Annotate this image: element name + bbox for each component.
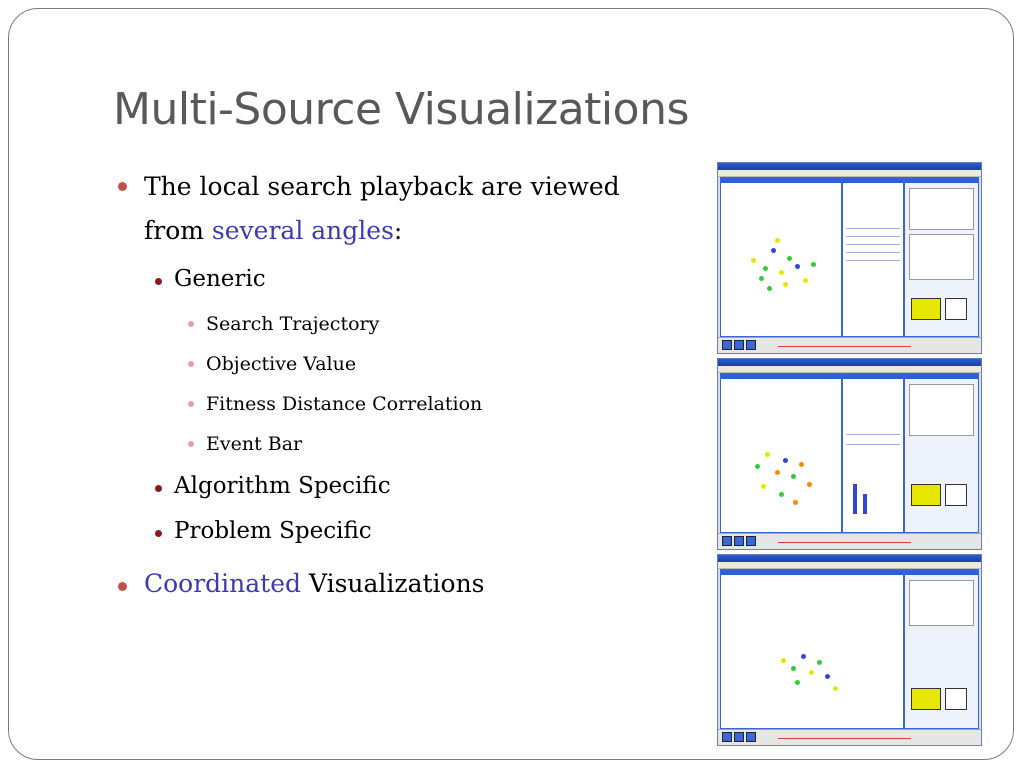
window-menubar (718, 366, 981, 373)
pane-header (843, 178, 903, 183)
bullet-algorithm-specific: Algorithm Specific (174, 473, 391, 499)
fitness-pane (904, 177, 979, 337)
bullet-dot (188, 361, 194, 367)
search-trajectory-pane (720, 373, 842, 533)
generic-item-fdc: Fitness Distance Correlation (206, 393, 483, 415)
bullet-dot (155, 278, 162, 285)
bullet-dot (118, 582, 127, 591)
slide-title: Multi-Source Visualizations (113, 84, 689, 135)
bullet-intro-line1: The local search playback are viewed (144, 172, 620, 201)
bullet-coordinated: Coordinated Visualizations (144, 569, 485, 598)
window-menubar (718, 170, 981, 177)
event-bar (718, 533, 981, 549)
bullet-problem-specific: Problem Specific (174, 518, 372, 544)
bullet-dot (155, 485, 162, 492)
window-titlebar (718, 163, 981, 170)
bullet-dot (118, 182, 127, 191)
objective-value-pane (842, 177, 904, 337)
pane-header (905, 570, 978, 575)
generic-item-event-bar: Event Bar (206, 433, 303, 455)
window-titlebar (718, 555, 981, 562)
screenshot-trajectory-view-1 (717, 162, 982, 354)
coordinated-accent: Coordinated (144, 569, 302, 598)
bullet-intro-line2: from several angles: (144, 216, 402, 245)
fitness-pane (904, 569, 979, 729)
bullet-dot (188, 441, 194, 447)
pane-header (843, 374, 903, 379)
search-trajectory-pane (720, 177, 842, 337)
pane-header (905, 178, 978, 183)
pane-header (721, 374, 841, 379)
window-titlebar (718, 359, 981, 366)
pane-header (905, 374, 978, 379)
pane-header (721, 570, 903, 575)
bullet-dot (188, 401, 194, 407)
screenshot-trajectory-view-3 (717, 554, 982, 746)
intro-prefix: from (144, 216, 212, 245)
bullet-generic: Generic (174, 266, 266, 292)
bullet-dot (188, 321, 194, 327)
objective-value-pane (842, 373, 904, 533)
fitness-pane (904, 373, 979, 533)
window-menubar (718, 562, 981, 569)
intro-accent: several angles (211, 216, 394, 245)
coordinated-rest: Visualizations (301, 569, 485, 598)
event-bar (718, 337, 981, 353)
intro-suffix: : (393, 216, 403, 245)
pane-header (721, 178, 841, 183)
bullet-dot (155, 530, 162, 537)
generic-item-objective-value: Objective Value (206, 353, 357, 375)
screenshot-trajectory-view-2 (717, 358, 982, 550)
event-bar (718, 729, 981, 745)
search-trajectory-pane (720, 569, 904, 729)
generic-item-search-trajectory: Search Trajectory (206, 313, 380, 335)
